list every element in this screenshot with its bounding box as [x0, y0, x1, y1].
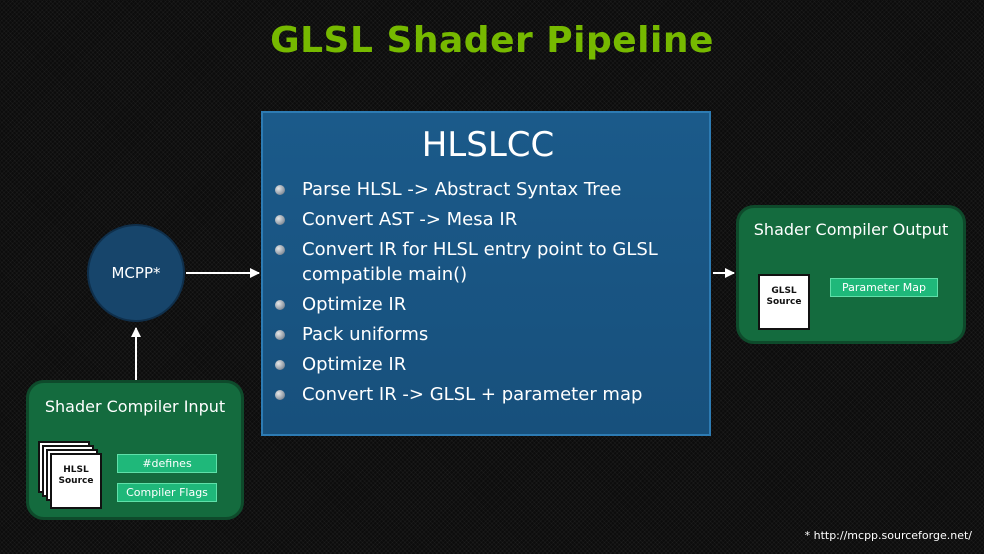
output-panel-title: Shader Compiler Output	[753, 220, 949, 239]
bullet-icon	[275, 245, 285, 255]
shader-compiler-output-panel: Shader Compiler Output GLSL Source Param…	[736, 205, 966, 344]
bullet-icon	[275, 390, 285, 400]
bullet-icon	[275, 215, 285, 225]
bullet-icon	[275, 330, 285, 340]
input-panel-title: Shader Compiler Input	[44, 397, 226, 416]
hlsl-source-label-line2: Source	[58, 476, 94, 486]
mcpp-node: MCPP*	[87, 224, 185, 322]
glsl-source-label-line2: Source	[766, 297, 802, 307]
hlslcc-step-text: Convert IR for HLSL entry point to GLSL …	[302, 239, 658, 285]
parameter-map-tag: Parameter Map	[830, 278, 938, 297]
hlslcc-step-text: Convert AST -> Mesa IR	[302, 209, 518, 230]
bullet-icon	[275, 360, 285, 370]
hlsl-source-document-icon: HLSL Source	[50, 453, 102, 509]
shader-compiler-input-panel: Shader Compiler Input HLSL Source #defin…	[26, 380, 244, 520]
hlslcc-step: Optimize IR	[275, 352, 705, 377]
glsl-source-label-line1: GLSL	[771, 286, 797, 296]
defines-tag: #defines	[117, 454, 217, 473]
hlslcc-step-text: Convert IR -> GLSL + parameter map	[302, 384, 643, 405]
footnote: * http://mcpp.sourceforge.net/	[804, 529, 972, 542]
hlslcc-step: Convert AST -> Mesa IR	[275, 207, 705, 232]
hlslcc-step-text: Parse HLSL -> Abstract Syntax Tree	[302, 179, 622, 200]
mcpp-label: MCPP*	[111, 264, 161, 282]
bullet-icon	[275, 185, 285, 195]
compiler-flags-tag: Compiler Flags	[117, 483, 217, 502]
glsl-source-document-icon: GLSL Source	[758, 274, 810, 330]
hlslcc-step: Convert IR -> GLSL + parameter map	[275, 382, 705, 407]
hlslcc-step-text: Optimize IR	[302, 354, 407, 375]
hlslcc-box: HLSLCC Parse HLSL -> Abstract Syntax Tre…	[261, 111, 711, 436]
hlslcc-title: HLSLCC	[421, 125, 555, 165]
hlslcc-step: Parse HLSL -> Abstract Syntax Tree	[275, 177, 705, 202]
hlslcc-step: Convert IR for HLSL entry point to GLSL …	[275, 237, 705, 287]
hlslcc-step: Pack uniforms	[275, 322, 705, 347]
hlslcc-step-text: Pack uniforms	[302, 324, 429, 345]
hlslcc-step: Optimize IR	[275, 292, 705, 317]
hlslcc-step-text: Optimize IR	[302, 294, 407, 315]
hlsl-source-label-line1: HLSL	[63, 465, 89, 475]
diagram-title: GLSL Shader Pipeline	[270, 20, 714, 61]
hlslcc-step-list: Parse HLSL -> Abstract Syntax Tree Conve…	[275, 177, 705, 412]
bullet-icon	[275, 300, 285, 310]
